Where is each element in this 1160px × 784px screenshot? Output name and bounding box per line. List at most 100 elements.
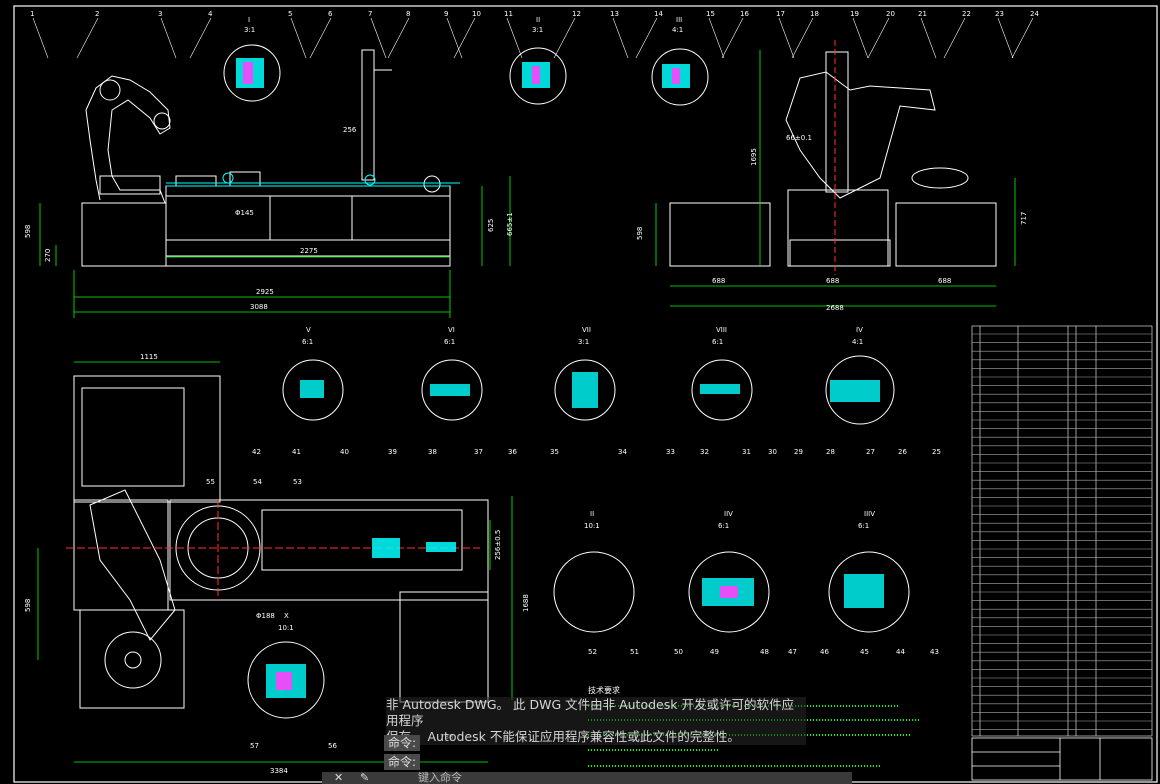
front-view	[81, 49, 451, 267]
balloon-50: 50	[674, 648, 683, 656]
balloon-43: 43	[930, 648, 939, 656]
detail-scale-V: 6:1	[302, 338, 313, 346]
detail-id-V: V	[306, 326, 311, 334]
leader-line	[453, 17, 476, 59]
balloon-14: 14	[654, 10, 663, 18]
detail-circles-low	[247, 551, 910, 719]
balloon-36: 36	[508, 448, 517, 456]
leader-line	[920, 17, 937, 59]
balloon-35: 35	[550, 448, 559, 456]
leader-line	[612, 17, 629, 59]
leader-line	[290, 17, 307, 59]
leader-line	[32, 17, 49, 59]
balloon-30: 30	[768, 448, 777, 456]
balloon-42: 42	[252, 448, 261, 456]
detail-id-VII: VII	[582, 326, 591, 334]
side-dims	[655, 50, 1016, 307]
leader-line	[721, 17, 744, 59]
dim-plan-bottom: 3384	[270, 767, 288, 775]
dim-side-h2: 1695	[750, 148, 758, 166]
balloon-10: 10	[472, 10, 481, 18]
balloon-13: 13	[610, 10, 619, 18]
leader-line	[553, 17, 576, 59]
detail-scale-IIV: 6:1	[718, 522, 729, 530]
balloon-25: 25	[932, 448, 941, 456]
dim-front-hright: 665±1	[506, 212, 514, 236]
command-input[interactable]: 键入命令	[418, 771, 462, 784]
leader-line	[943, 17, 966, 59]
leader-line	[309, 17, 332, 59]
leader-line	[635, 17, 658, 59]
command-input-bar[interactable]: ✕ ✎ 键入命令	[322, 772, 852, 784]
detail-scale-I: 3:1	[244, 26, 255, 34]
dim-front-hmid: 625	[487, 219, 495, 232]
leader-line	[160, 17, 177, 59]
detail-circles-top	[223, 44, 709, 106]
dim-front-hleft: 598	[24, 225, 32, 238]
detail-id-IIV: IIV	[724, 510, 733, 518]
settings-icon[interactable]: ✎	[360, 771, 370, 784]
front-dims	[39, 176, 511, 318]
plan-view	[73, 375, 489, 709]
command-window: 非 Autodesk DWG。 此 DWG 文件由非 Autodesk 开发或许…	[382, 697, 852, 784]
balloon-53: 53	[293, 478, 302, 486]
dim-side-66: 66±0.1	[786, 134, 812, 142]
balloon-1: 1	[30, 10, 34, 18]
dim-plan-w: 256±0.5	[494, 530, 502, 560]
dim-plan-phi: Φ188	[256, 612, 275, 620]
balloon-48: 48	[760, 648, 769, 656]
balloon-7: 7	[368, 10, 372, 18]
balloon-5: 5	[288, 10, 292, 18]
balloon-49: 49	[710, 648, 719, 656]
dim-side-c: 688	[938, 277, 951, 285]
balloon-11: 11	[504, 10, 513, 18]
balloon-54: 54	[253, 478, 262, 486]
leader-line	[76, 17, 99, 59]
balloon-6: 6	[328, 10, 333, 18]
dim-side-h3: 717	[1020, 212, 1028, 225]
balloon-46: 46	[820, 648, 829, 656]
dim-front-w2: 3088	[250, 303, 268, 311]
balloon-26: 26	[898, 448, 907, 456]
detail-scale-VIII: 6:1	[712, 338, 723, 346]
balloon-28: 28	[826, 448, 835, 456]
balloon-17: 17	[776, 10, 785, 18]
balloon-57: 57	[250, 742, 259, 750]
detail-scale-VII: 3:1	[578, 338, 589, 346]
balloon-2: 2	[95, 10, 99, 18]
dim-front-w1: 2925	[256, 288, 274, 296]
balloon-3: 3	[158, 10, 162, 18]
balloon-33: 33	[666, 448, 675, 456]
leader-line	[867, 17, 890, 59]
warning-line-1: 非 Autodesk DWG。 此 DWG 文件由非 Autodesk 开发或许…	[386, 697, 794, 728]
dim-plan-width: 598	[24, 599, 32, 612]
balloon-45: 45	[860, 648, 869, 656]
detail-id-IV: IV	[856, 326, 863, 334]
close-icon[interactable]: ✕	[334, 771, 344, 784]
dim-front-phi: Φ145	[235, 209, 254, 217]
detail-scale-III: 4:1	[672, 26, 683, 34]
balloon-27: 27	[866, 448, 875, 456]
balloon-38: 38	[428, 448, 437, 456]
dim-plan-top: 1115	[140, 353, 158, 361]
balloon-22: 22	[962, 10, 971, 18]
detail-id-III: III	[676, 16, 682, 24]
balloon-44: 44	[896, 648, 905, 656]
detail-id-II: II	[590, 510, 594, 518]
leader-line	[189, 17, 212, 59]
dim-side-a: 688	[712, 277, 725, 285]
dim-front-hleft2: 270	[44, 249, 52, 262]
balloon-23: 23	[995, 10, 1004, 18]
detail-scale-II: 3:1	[532, 26, 543, 34]
leader-line	[791, 17, 814, 59]
leader-line	[446, 17, 463, 59]
leader-line	[506, 17, 523, 59]
balloon-24: 24	[1030, 10, 1039, 18]
dwg-warning: 非 Autodesk DWG。 此 DWG 文件由非 Autodesk 开发或许…	[386, 697, 806, 745]
dim-side-h1: 598	[636, 227, 644, 240]
dim-side-b: 688	[826, 277, 839, 285]
detail-id-II: II	[536, 16, 540, 24]
